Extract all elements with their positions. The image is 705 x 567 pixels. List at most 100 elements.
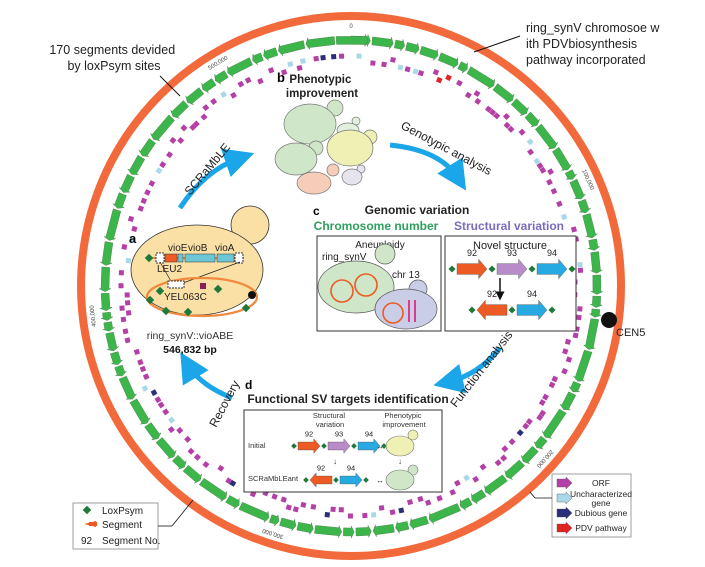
segment-arrow	[409, 515, 429, 531]
orf-mark	[154, 396, 162, 404]
orf-mark	[300, 501, 307, 508]
ring-tick-label: 400,000	[89, 304, 98, 327]
loxpsym-diamond	[291, 443, 297, 449]
orf-mark	[564, 338, 571, 345]
orf-mark	[166, 151, 174, 159]
segment-number: 93	[335, 429, 343, 438]
orf-mark	[565, 356, 573, 363]
yel063c-label: YEL063C	[164, 292, 207, 303]
orf-mark	[338, 53, 345, 59]
loxpsym-diamond	[448, 265, 456, 273]
loxpsym-diamond	[468, 306, 476, 314]
segment-arrow	[419, 45, 439, 61]
loxpsym-diamond	[488, 265, 496, 273]
genotypic-arrow	[389, 142, 467, 191]
orf-mark	[412, 68, 419, 75]
orf-mark	[217, 464, 225, 472]
segment-arrow	[118, 375, 137, 400]
orf-mark	[324, 512, 331, 518]
orf-mark	[202, 104, 210, 112]
segment-arrow	[590, 251, 603, 274]
orf-mark	[280, 69, 288, 76]
orf-mark	[435, 76, 443, 84]
orf-mark	[381, 61, 387, 68]
yeast-cell-group	[274, 99, 378, 195]
segment-arrow	[590, 295, 603, 308]
orf-mark	[473, 90, 481, 98]
svg-text:↓: ↓	[333, 457, 337, 466]
segments-note-pointer	[159, 75, 181, 97]
panel-c-letter: c	[313, 204, 320, 218]
segment-93	[496, 258, 528, 280]
segment-number: 94	[347, 463, 355, 472]
orf-mark	[362, 512, 368, 519]
vioE-gene	[164, 253, 178, 263]
segment-arrow	[510, 98, 529, 116]
segment-arrow	[492, 83, 515, 104]
orf-mark	[244, 76, 252, 84]
loxpsym-diamond	[548, 306, 556, 314]
orf-mark	[200, 113, 208, 121]
segment-arrow	[552, 147, 572, 171]
legend-segment-label: Segment	[102, 520, 142, 531]
orf-mark	[479, 463, 487, 471]
vioB-gene	[184, 253, 216, 263]
legend-loxpsym-label: LoxPsym	[102, 506, 143, 517]
orf-mark	[122, 328, 129, 335]
centromere-marker[interactable]	[601, 312, 617, 328]
segment-arrow	[541, 408, 567, 439]
segment-arrow	[343, 525, 355, 539]
orf-mark	[150, 389, 158, 397]
segment-arrow	[198, 478, 227, 502]
orf-mark	[489, 108, 497, 116]
segment-number: 94	[527, 289, 537, 299]
orf-mark	[299, 58, 306, 65]
orf-mark	[464, 91, 472, 99]
orf-mark	[370, 60, 376, 66]
segment-arrow	[182, 464, 202, 484]
leu2-label: LEU2	[157, 264, 182, 275]
legend-gene-arrow-icon	[556, 491, 573, 505]
segment-arrow	[110, 351, 123, 365]
orf-mark	[124, 292, 130, 298]
orf-mark	[121, 244, 128, 250]
orf-mark	[560, 213, 568, 221]
initial-row-label: Initial	[248, 441, 266, 450]
chromosome-ring	[77, 12, 625, 560]
segment-92	[297, 438, 321, 454]
orf-mark	[445, 74, 452, 82]
loxpsym-diamond	[528, 265, 536, 273]
panel-c-title: Genomic variation	[365, 203, 470, 217]
orf-mark	[525, 418, 533, 426]
segment-arrow	[101, 311, 114, 321]
segment-93	[327, 438, 351, 454]
segment-arrow	[118, 173, 135, 193]
ring-synv-in-cell	[145, 276, 259, 318]
orf-mark	[424, 499, 432, 506]
orf-mark	[536, 413, 544, 421]
scramble-label: SCRaMbLE	[182, 140, 233, 198]
diamond	[144, 253, 154, 263]
orf-mark	[501, 445, 509, 453]
orf-mark	[220, 91, 228, 98]
segment-arrow	[568, 381, 582, 393]
segment-number: 92	[467, 248, 477, 258]
orf-mark	[551, 375, 559, 383]
orf-mark	[285, 504, 292, 511]
strain-name: ring_synV::vioABE	[147, 330, 234, 342]
orf-mark	[127, 215, 135, 223]
segment-arrow	[102, 321, 115, 332]
segment-arrow	[466, 66, 496, 90]
orf-mark	[474, 97, 482, 105]
segment-arrow	[471, 489, 487, 505]
ring-tick-label: 300,000	[261, 527, 284, 539]
segment-number: 93	[507, 248, 517, 258]
segment-arrow	[278, 40, 306, 57]
phenotypic-improvement-col-label: Phenotypic improvement	[382, 411, 426, 429]
chr13-label: chr 13	[392, 270, 420, 281]
segment-track	[98, 34, 604, 539]
legend-gene-label: Uncharacterized	[570, 489, 632, 499]
orf-mark	[522, 422, 530, 430]
panel-a-letter: a	[129, 231, 137, 246]
